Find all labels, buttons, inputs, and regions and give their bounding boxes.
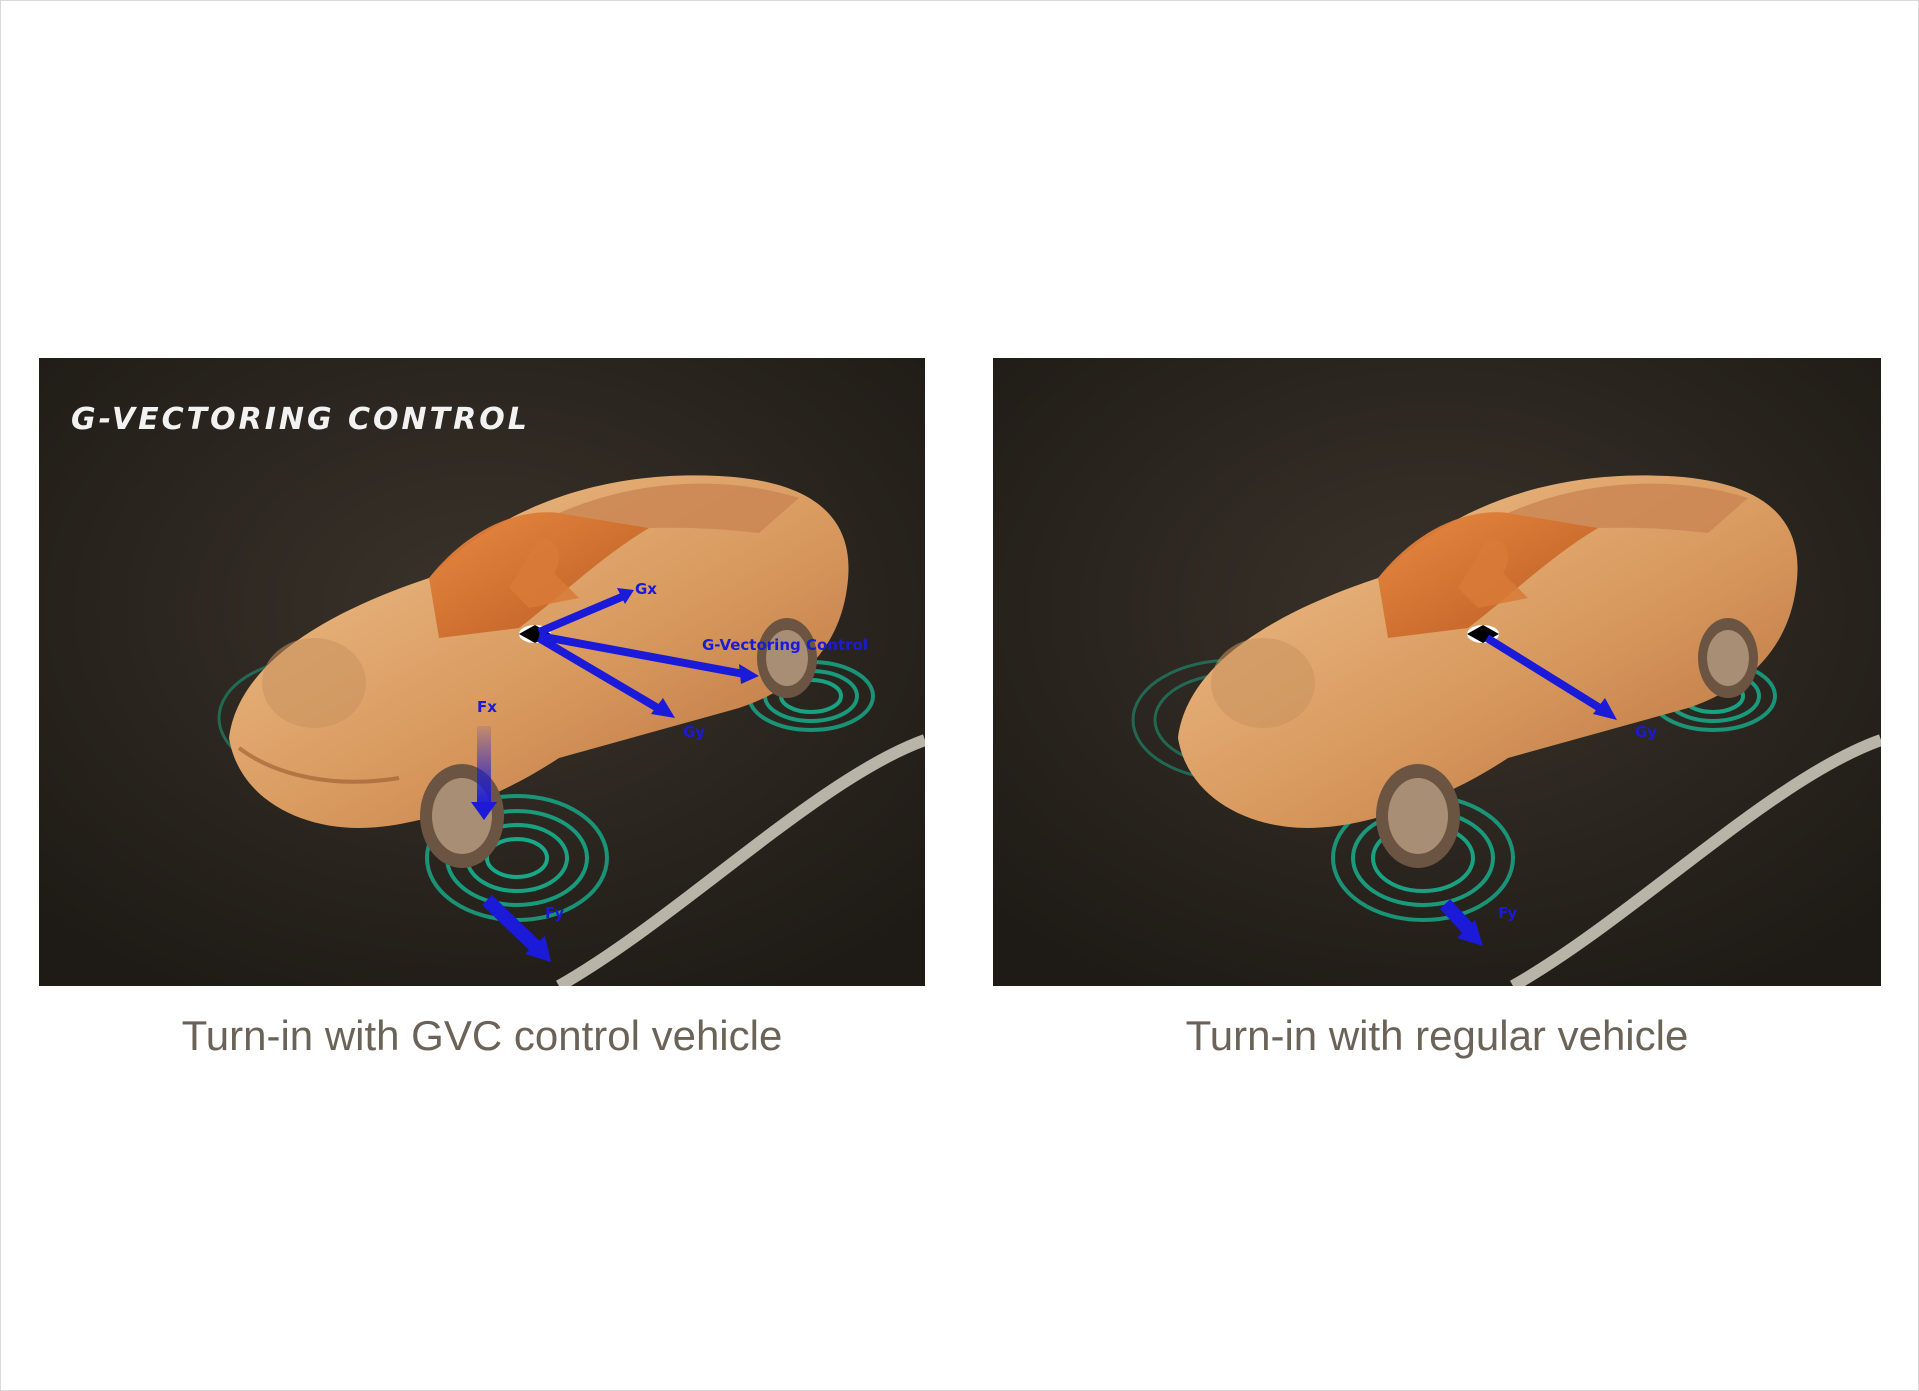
car-body — [1178, 475, 1798, 828]
regular-car-illustration: Gy Fy — [993, 358, 1881, 986]
road-line — [556, 734, 925, 986]
front-wheel — [1376, 764, 1460, 868]
fy-arrowhead — [525, 936, 551, 962]
fy-vector — [1439, 899, 1477, 937]
regular-caption: Turn-in with regular vehicle — [1185, 1012, 1689, 1059]
road-line — [1510, 734, 1881, 986]
gvc-diagram-panel: Gx G-Vectoring Control Gy Fx Fy G-VECTOR… — [39, 358, 925, 986]
gvc-arrowhead — [739, 664, 759, 684]
front-wheel — [420, 764, 504, 868]
regular-diagram-panel: Gy Fy — [993, 358, 1881, 986]
fx-vector — [477, 726, 491, 808]
gvc-brand-title: G-VECTORING CONTROL — [71, 402, 530, 437]
fx-label: Fx — [477, 698, 497, 716]
gy-label: Gy — [1635, 723, 1657, 741]
gx-label: Gx — [635, 580, 657, 598]
gvc-caption: Turn-in with GVC control vehicle — [181, 1012, 783, 1059]
gvc-label: G-Vectoring Control — [702, 636, 868, 654]
gx-arrowhead — [617, 588, 634, 604]
gy-arrowhead — [1593, 698, 1617, 720]
force-vectors — [482, 588, 759, 962]
rear-wheel — [1698, 618, 1758, 698]
fy-label: Fy — [545, 904, 564, 922]
gy-vector — [1484, 634, 1606, 714]
rear-wheel — [757, 618, 817, 698]
gy-label: Gy — [683, 723, 705, 741]
force-vectors — [1439, 634, 1617, 946]
gy-vector — [536, 634, 664, 714]
car-body — [229, 475, 849, 828]
gvc-vector — [538, 632, 745, 678]
gx-vector — [537, 592, 626, 636]
fx-arrowhead — [471, 802, 497, 820]
gvc-car-illustration: Gx G-Vectoring Control Gy Fx Fy — [39, 358, 925, 986]
fy-vector — [482, 894, 544, 956]
gy-arrowhead — [651, 698, 675, 718]
fy-arrowhead — [1457, 920, 1483, 946]
fy-label: Fy — [1498, 904, 1517, 922]
